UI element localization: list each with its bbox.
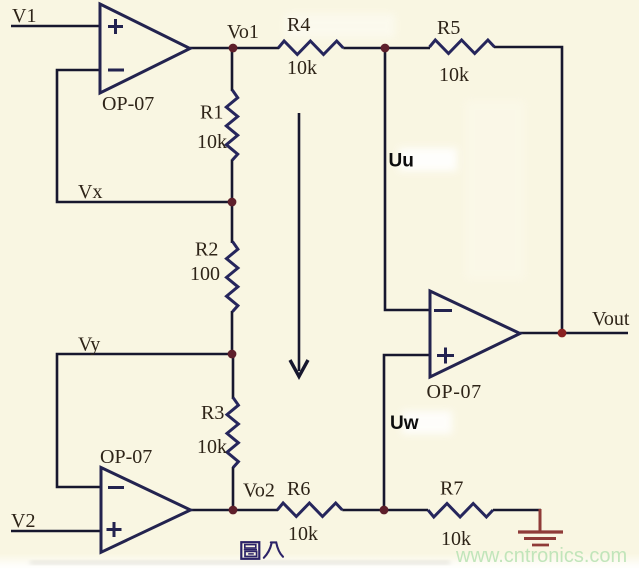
svg-text:Uu: Uu: [389, 151, 414, 172]
svg-text:10k: 10k: [287, 57, 317, 79]
svg-text:10k: 10k: [197, 131, 227, 153]
svg-text:R5: R5: [437, 17, 460, 39]
svg-text:10k: 10k: [439, 64, 469, 86]
svg-text:R6: R6: [287, 478, 310, 500]
svg-text:Vy: Vy: [78, 334, 100, 356]
svg-text:Vo2: Vo2: [243, 480, 275, 502]
svg-text:OP-07: OP-07: [427, 381, 482, 403]
svg-text:www.cntronics.com: www.cntronics.com: [455, 545, 627, 567]
svg-text:R7: R7: [440, 478, 463, 500]
svg-text:OP-07: OP-07: [102, 93, 154, 115]
svg-text:V1: V1: [12, 5, 36, 27]
svg-text:Vout: Vout: [592, 308, 630, 330]
svg-text:R2: R2: [195, 239, 218, 261]
svg-text:OP-07: OP-07: [100, 446, 152, 468]
svg-text:R1: R1: [200, 102, 223, 124]
svg-text:Vo1: Vo1: [227, 21, 259, 43]
svg-text:V2: V2: [11, 510, 35, 532]
svg-text:Vx: Vx: [78, 181, 102, 203]
svg-text:100: 100: [190, 263, 220, 285]
svg-text:Uw: Uw: [390, 413, 419, 434]
svg-text:R4: R4: [287, 14, 310, 36]
svg-text:10k: 10k: [197, 436, 227, 458]
svg-text:10k: 10k: [288, 523, 318, 545]
svg-text:R3: R3: [201, 402, 224, 424]
svg-text:10k: 10k: [441, 528, 471, 550]
